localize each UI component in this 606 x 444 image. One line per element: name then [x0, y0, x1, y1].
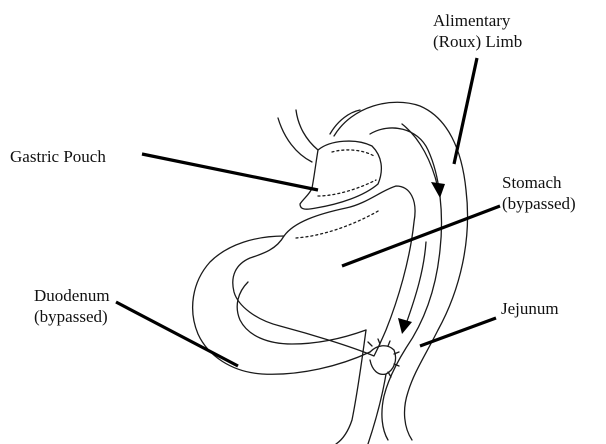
jejunum-label-text: Jejunum: [501, 298, 559, 319]
pouch-staple-line-lower: [318, 180, 376, 196]
distal-limb-inner: [368, 374, 386, 444]
duodenum-outer-outline: [193, 236, 370, 374]
stomach-label-line2: (bypassed): [502, 193, 576, 214]
roux-flow-arrow-upper: [402, 124, 438, 188]
bypassed-stomach-outline: [233, 186, 415, 356]
alimentary-roux-limb-label: Alimentary (Roux) Limb: [433, 10, 522, 52]
roux-flow-arrowhead-upper: [431, 182, 445, 198]
duodenum-bypassed-label: Duodenum (bypassed): [34, 285, 110, 327]
alimentary-label-line2: (Roux) Limb: [433, 31, 522, 52]
jejunum-label: Jejunum: [501, 298, 559, 319]
duodenum-leader-line: [116, 302, 238, 366]
duodenum-label-line2: (bypassed): [34, 306, 110, 327]
roux-flow-arrowhead-lower: [398, 318, 412, 334]
gastric-pouch-leader-line: [142, 154, 318, 190]
esophagus-outer-outline: [278, 118, 312, 162]
jejunum-anastomosis-stitches: [368, 339, 399, 377]
stomach-staple-line: [296, 210, 380, 238]
stomach-leader-line: [342, 206, 500, 266]
jejunum-leader-line: [420, 318, 496, 346]
roux-limb-outer-outline: [334, 102, 468, 440]
gastric-pouch-label: Gastric Pouch: [10, 146, 106, 167]
gastric-pouch-label-text: Gastric Pouch: [10, 146, 106, 167]
jejunum-anastomosis-outline: [370, 346, 396, 375]
pouch-staple-line: [332, 150, 374, 156]
alimentary-label-line1: Alimentary: [433, 10, 522, 31]
duodenum-inner-outline: [237, 282, 366, 344]
esophagus-inner-outline: [296, 110, 318, 150]
stomach-bypassed-label: Stomach (bypassed): [502, 172, 576, 214]
alimentary-leader-line: [454, 58, 477, 164]
stomach-label-line1: Stomach: [502, 172, 576, 193]
duodenum-label-line1: Duodenum: [34, 285, 110, 306]
